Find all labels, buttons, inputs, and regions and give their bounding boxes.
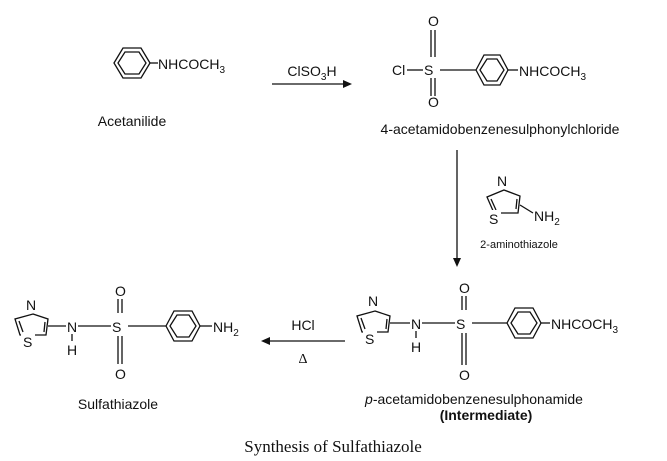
- hcl-reagent: HCl: [291, 317, 314, 333]
- heat-symbol: Δ: [298, 352, 307, 367]
- aminothiazole-structure: N S NH2 2-aminothiazole: [480, 172, 560, 251]
- chlorosulfonic-acid-reagent: ClSO3H: [287, 63, 336, 83]
- sulfur-atom: S: [456, 316, 465, 332]
- amine-group: NH2: [213, 319, 239, 339]
- thiazole-ring: [486, 189, 521, 214]
- step1-arrow: ClSO3H: [272, 63, 352, 88]
- sulfur-atom: S: [424, 62, 433, 78]
- step2-arrow: [453, 150, 461, 267]
- sulfathiazole-label: Sulfathiazole: [78, 396, 158, 412]
- nitrogen-atom: N: [411, 316, 421, 332]
- nitrogen-atom: N: [368, 293, 378, 309]
- sulfur-atom: S: [365, 331, 374, 347]
- hydrogen-atom: H: [67, 342, 77, 358]
- oxygen-atom: O: [459, 367, 470, 383]
- benzene-ring-inner: [479, 58, 505, 82]
- amine-group: NH2: [534, 208, 560, 228]
- hydrogen-atom: H: [411, 339, 421, 355]
- sulfonyl-chloride-structure: Cl S O O NHCOCH3 4-acetamidobenzenesulph…: [381, 13, 620, 137]
- oxygen-atom: O: [115, 366, 126, 382]
- oxygen-atom: O: [459, 280, 470, 296]
- nitrogen-atom: N: [26, 297, 36, 313]
- oxygen-atom: O: [428, 94, 439, 110]
- intermediate-label: p-acetamidobenzenesulphonamide: [364, 391, 583, 407]
- sulfur-atom: S: [112, 319, 121, 335]
- oxygen-atom: O: [115, 283, 126, 299]
- nitrogen-atom: N: [497, 173, 507, 189]
- intermediate-tag: (Intermediate): [440, 407, 533, 423]
- acetanilide-structure: NHCOCH3 Acetanilide: [98, 47, 225, 129]
- oxygen-atom: O: [428, 13, 439, 29]
- sulfur-atom: S: [489, 211, 498, 227]
- nitrogen-atom: N: [67, 319, 77, 335]
- benzene-ring-inner: [510, 311, 538, 335]
- acetamido-group: NHCOCH3: [158, 56, 225, 76]
- acetamido-group: NHCOCH3: [551, 316, 618, 336]
- sulfur-atom: S: [23, 334, 32, 350]
- figure-caption: Synthesis of Sulfathiazole: [244, 437, 422, 456]
- chlorine-atom: Cl: [392, 62, 405, 78]
- aminothiazole-label: 2-aminothiazole: [480, 239, 558, 251]
- step3-arrow: HCl Δ: [261, 317, 345, 367]
- acetamido-group: NHCOCH3: [519, 63, 586, 83]
- intermediate-structure: N S N H S O O NHCOCH3 p-acetamidobenzene…: [356, 280, 618, 423]
- benzene-ring-inner: [117, 51, 147, 75]
- sulfonyl-chloride-label: 4-acetamidobenzenesulphonylchloride: [381, 121, 620, 137]
- benzene-ring-inner: [169, 314, 197, 338]
- sulfathiazole-structure: N S N H S O O NH2 Sulfathiazole: [14, 283, 239, 412]
- acetanilide-label: Acetanilide: [98, 113, 167, 129]
